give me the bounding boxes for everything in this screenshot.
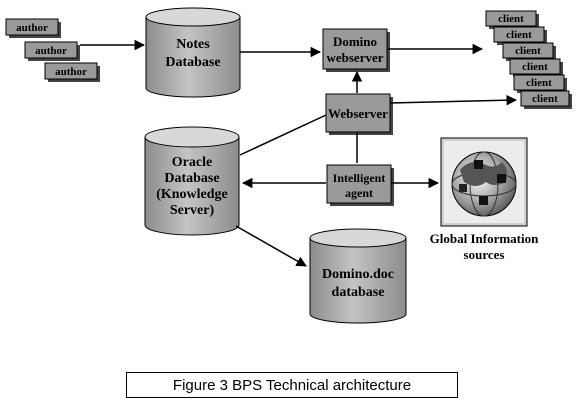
author-stack: author author author <box>5 18 100 82</box>
intelligent-agent-label: Intelligent <box>333 171 386 185</box>
global-info-label: Global Information <box>430 231 539 246</box>
client-box-6: client <box>520 90 572 109</box>
dominodoc-database-cylinder: Domino.doc database <box>309 228 407 324</box>
notes-database-label: Database <box>165 55 220 70</box>
client-stack: client client client client client clien… <box>485 10 572 109</box>
dominodoc-database-label: database <box>332 285 385 300</box>
oracle-database-label: Server) <box>170 203 215 218</box>
domino-webserver-label: webserver <box>326 50 383 65</box>
webserver-box: Webserver <box>325 93 393 135</box>
author-box-2: author <box>24 41 80 61</box>
dominodoc-database-label: Domino.doc <box>322 267 394 282</box>
global-info-label: sources <box>464 247 505 262</box>
client-label: client <box>498 13 524 25</box>
arrow-webserver-to-clients <box>389 94 518 106</box>
client-box-5: client <box>513 74 567 93</box>
globe-icon <box>440 137 528 227</box>
domino-webserver-label: Domino <box>333 34 377 49</box>
client-box-1: client <box>485 10 539 29</box>
author-label: author <box>35 45 67 57</box>
author-box-1: author <box>5 18 61 38</box>
author-box-3: author <box>44 62 100 82</box>
author-label: author <box>55 66 87 78</box>
client-label: client <box>522 61 548 73</box>
intelligent-agent-box: Intelligent agent <box>326 164 394 206</box>
webserver-label: Webserver <box>328 106 388 121</box>
oracle-database-label: Database <box>164 171 219 186</box>
intelligent-agent-label: agent <box>345 186 373 200</box>
oracle-database-label: Oracle <box>172 155 212 170</box>
arrow-oracle-to-dominodoc <box>235 225 307 267</box>
domino-webserver-box: Domino webserver <box>322 28 390 72</box>
notes-database-cylinder: Notes Database <box>145 7 241 98</box>
notes-database-label: Notes <box>176 37 210 52</box>
oracle-database-cylinder: Oracle Database (Knowledge Server) <box>144 126 240 236</box>
figure-caption-text: Figure 3 BPS Technical architecture <box>172 376 412 394</box>
client-box-2: client <box>493 26 547 45</box>
client-label: client <box>506 29 532 41</box>
oracle-database-label: (Knowledge <box>156 187 228 202</box>
client-label: client <box>532 93 558 105</box>
client-box-4: client <box>509 58 563 77</box>
client-label: client <box>515 45 541 57</box>
author-label: author <box>16 22 48 34</box>
client-box-3: client <box>502 42 556 61</box>
line-oracle-to-webserver <box>239 114 327 156</box>
figure-caption: Figure 3 BPS Technical architecture <box>126 372 458 398</box>
client-label: client <box>526 77 552 89</box>
